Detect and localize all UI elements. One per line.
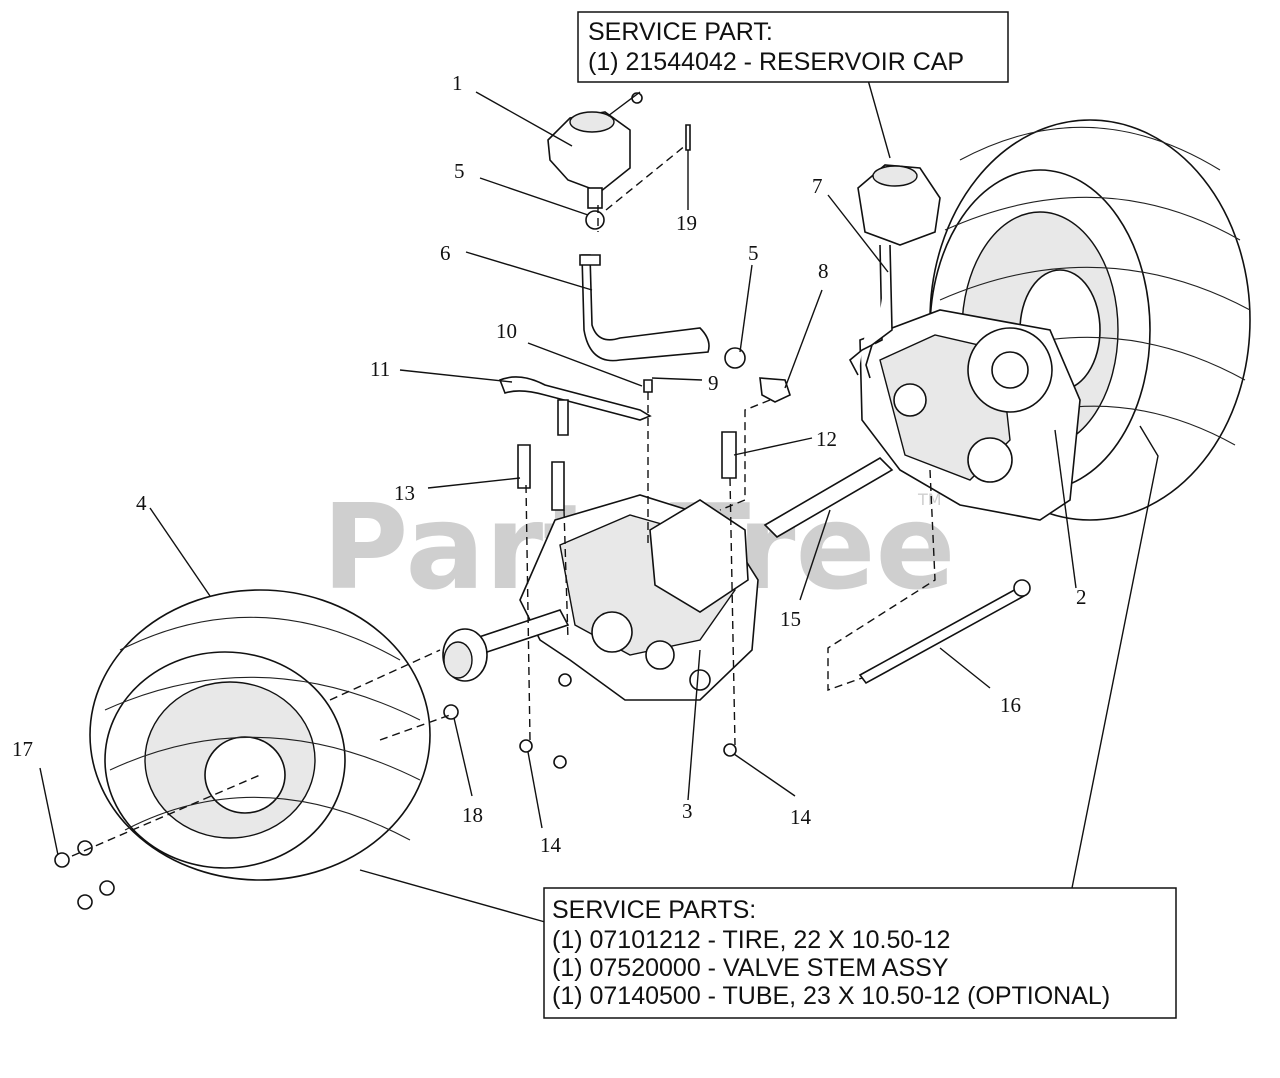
callout-6: 6 bbox=[440, 241, 451, 265]
callout-10: 10 bbox=[496, 319, 517, 343]
callout-2: 2 bbox=[1076, 585, 1087, 609]
callout-1: 1 bbox=[452, 71, 463, 95]
service-part-tube: (1) 07140500 - TUBE, 23 X 10.50-12 (OPTI… bbox=[552, 982, 1110, 1010]
service-part-valve-stem: (1) 07520000 - VALVE STEM ASSY bbox=[552, 954, 949, 982]
bolt-12[interactable] bbox=[721, 431, 737, 479]
service-part-tire: (1) 07101212 - TIRE, 22 X 10.50-12 bbox=[552, 926, 950, 954]
nut-14b-extra bbox=[553, 755, 567, 769]
rod-11[interactable] bbox=[498, 376, 652, 421]
hose-6-end bbox=[579, 254, 601, 266]
center-transaxle[interactable] bbox=[519, 494, 759, 701]
fitting-8[interactable] bbox=[759, 377, 791, 403]
bolt-under-rod bbox=[557, 399, 569, 436]
lug-nut-b bbox=[77, 894, 93, 910]
callout-17: 17 bbox=[12, 737, 33, 761]
hose-6[interactable] bbox=[581, 254, 710, 362]
bolt-13b[interactable] bbox=[551, 461, 565, 511]
cap-17[interactable] bbox=[54, 852, 70, 868]
axle-tube-15[interactable] bbox=[763, 456, 894, 539]
pin-19[interactable] bbox=[685, 124, 691, 151]
callout-9: 9 bbox=[708, 371, 719, 395]
callout-8: 8 bbox=[818, 259, 829, 283]
service-part-reservoir-cap: (1) 21544042 - RESERVOIR CAP bbox=[588, 48, 964, 76]
left-tire[interactable] bbox=[89, 589, 431, 881]
callout-7: 7 bbox=[812, 174, 823, 198]
top-reservoir[interactable] bbox=[547, 111, 631, 209]
callout-13: 13 bbox=[394, 481, 415, 505]
callout-5a: 5 bbox=[454, 159, 465, 183]
watermark-tm: TM bbox=[917, 490, 942, 509]
callout-3: 3 bbox=[682, 799, 693, 823]
callout-12: 12 bbox=[816, 427, 837, 451]
right-reservoir[interactable] bbox=[848, 164, 941, 379]
nut-14c[interactable] bbox=[723, 743, 737, 757]
lug-nut-a bbox=[77, 840, 93, 856]
callout-11: 11 bbox=[370, 357, 390, 381]
pin-10[interactable] bbox=[643, 379, 653, 393]
callout-14b: 14 bbox=[790, 805, 812, 829]
service-part-box-top: SERVICE PART: (1) 21544042 - RESERVOIR C… bbox=[577, 11, 1009, 83]
callout-14a: 14 bbox=[540, 833, 562, 857]
service-parts-box-bottom: SERVICE PARTS: (1) 07101212 - TIRE, 22 X… bbox=[543, 887, 1177, 1019]
hose-clamp-lower[interactable] bbox=[724, 347, 746, 369]
callout-16: 16 bbox=[1000, 693, 1021, 717]
service-parts-heading: SERVICE PARTS: bbox=[552, 896, 756, 924]
nut-center bbox=[558, 673, 572, 687]
long-bolt-16-head bbox=[1013, 579, 1031, 597]
callout-15: 15 bbox=[780, 607, 801, 631]
center-axle-hub[interactable] bbox=[442, 609, 570, 682]
callout-4: 4 bbox=[136, 491, 147, 515]
callout-18: 18 bbox=[462, 803, 483, 827]
bolt-13a[interactable] bbox=[517, 444, 531, 489]
hose-clamp-top[interactable] bbox=[585, 210, 605, 230]
lug-nut-c bbox=[99, 880, 115, 896]
callout-19: 19 bbox=[676, 211, 697, 235]
nut-14a[interactable] bbox=[519, 739, 533, 753]
right-transaxle[interactable] bbox=[859, 309, 1081, 521]
callout-5b: 5 bbox=[748, 241, 759, 265]
service-part-heading: SERVICE PART: bbox=[588, 18, 773, 46]
